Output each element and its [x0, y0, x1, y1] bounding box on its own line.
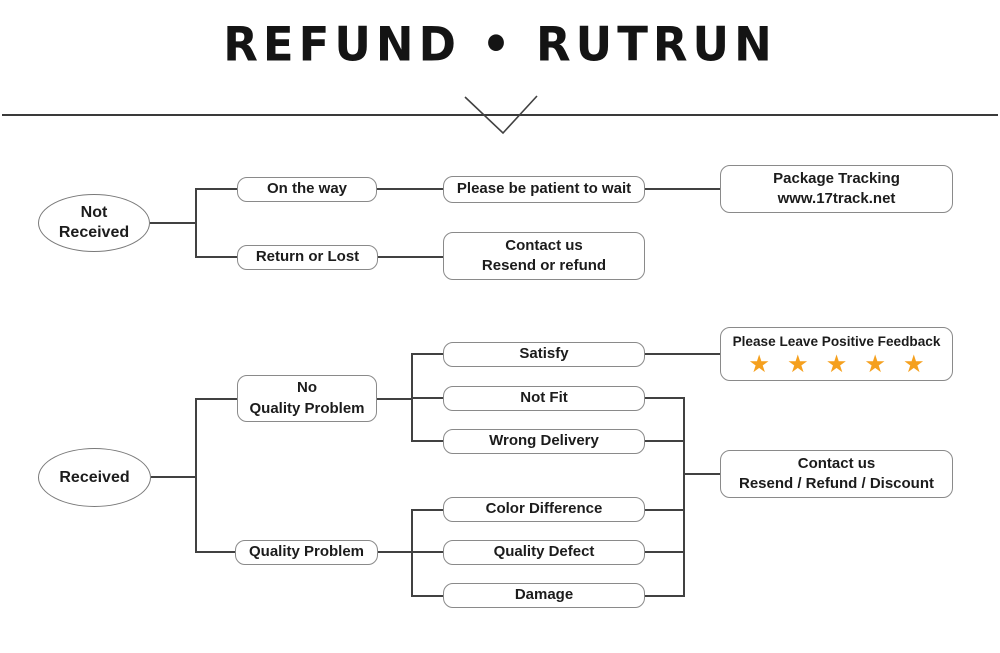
- node-satisfy: Satisfy: [443, 342, 645, 367]
- node-label: On the way: [266, 180, 348, 198]
- flow-connector: [195, 398, 197, 553]
- node-received: Received: [38, 448, 151, 507]
- flow-connector: [411, 509, 443, 511]
- flow-connector: [411, 595, 443, 597]
- flow-connector: [645, 397, 683, 399]
- node-color-difference: Color Difference: [443, 497, 645, 522]
- node-contact-resend-refund: Contact us Resend or refund: [443, 232, 645, 280]
- flow-connector: [195, 398, 237, 400]
- flow-connector: [683, 397, 685, 597]
- flow-connector: [195, 256, 237, 258]
- node-label: Return or Lost: [255, 248, 360, 266]
- flow-connector: [645, 353, 720, 355]
- star-rating-icons: ★ ★ ★ ★ ★: [749, 352, 931, 376]
- flow-connector: [195, 188, 237, 190]
- node-label: Contact us Resend or refund: [481, 236, 607, 274]
- flow-connector: [411, 440, 443, 442]
- flow-connector: [377, 188, 443, 190]
- node-label: Not Fit: [520, 389, 568, 407]
- flow-connector: [377, 398, 411, 400]
- node-label: Wrong Delivery: [489, 432, 599, 450]
- flow-connector: [645, 440, 683, 442]
- flow-connector: [411, 397, 443, 399]
- flow-connector: [151, 476, 195, 478]
- node-label: Not Received: [58, 204, 130, 241]
- flow-connector: [411, 509, 413, 597]
- flow-connector: [411, 551, 443, 553]
- page-title: REFUND • RUTRUN: [223, 16, 777, 73]
- node-quality-problem: Quality Problem: [235, 540, 378, 565]
- node-wrong-delivery: Wrong Delivery: [443, 429, 645, 454]
- node-be-patient: Please be patient to wait: [443, 176, 645, 203]
- node-no-quality-problem: No Quality Problem: [237, 375, 377, 422]
- node-damage: Damage: [443, 583, 645, 608]
- node-not-received: Not Received: [38, 194, 150, 252]
- flow-connector: [645, 551, 683, 553]
- flow-connector: [150, 222, 196, 224]
- node-label: Quality Problem: [248, 543, 365, 561]
- node-label: Color Difference: [485, 500, 603, 518]
- node-not-fit: Not Fit: [443, 386, 645, 411]
- node-label: Received: [59, 468, 130, 486]
- node-label: Contact us Resend / Refund / Discount: [738, 454, 934, 492]
- node-return-or-lost: Return or Lost: [237, 245, 378, 270]
- node-quality-defect: Quality Defect: [443, 540, 645, 565]
- flow-connector: [378, 551, 411, 553]
- flow-connector: [683, 473, 720, 475]
- flow-connector: [645, 595, 683, 597]
- node-contact-discount: Contact us Resend / Refund / Discount: [720, 450, 953, 498]
- node-package-tracking: Package Tracking www.17track.net: [720, 165, 953, 213]
- divider-line: [2, 114, 998, 116]
- node-label: Package Tracking www.17track.net: [773, 169, 900, 207]
- flow-connector: [195, 188, 197, 258]
- node-label: Quality Defect: [493, 543, 595, 561]
- node-label: Damage: [514, 586, 574, 604]
- flow-connector: [378, 256, 443, 258]
- flow-connector: [645, 509, 683, 511]
- node-label: No Quality Problem: [249, 379, 365, 417]
- node-positive-feedback: Please Leave Positive Feedback ★ ★ ★ ★ ★: [720, 327, 953, 381]
- flow-connector: [195, 551, 235, 553]
- node-label: Satisfy: [519, 345, 569, 363]
- flow-connector: [645, 188, 720, 190]
- node-label: Please Leave Positive Feedback: [732, 334, 941, 350]
- node-label: Please be patient to wait: [456, 180, 632, 198]
- flow-connector: [411, 353, 443, 355]
- chevron-down-icon: [464, 95, 538, 135]
- node-on-the-way: On the way: [237, 177, 377, 202]
